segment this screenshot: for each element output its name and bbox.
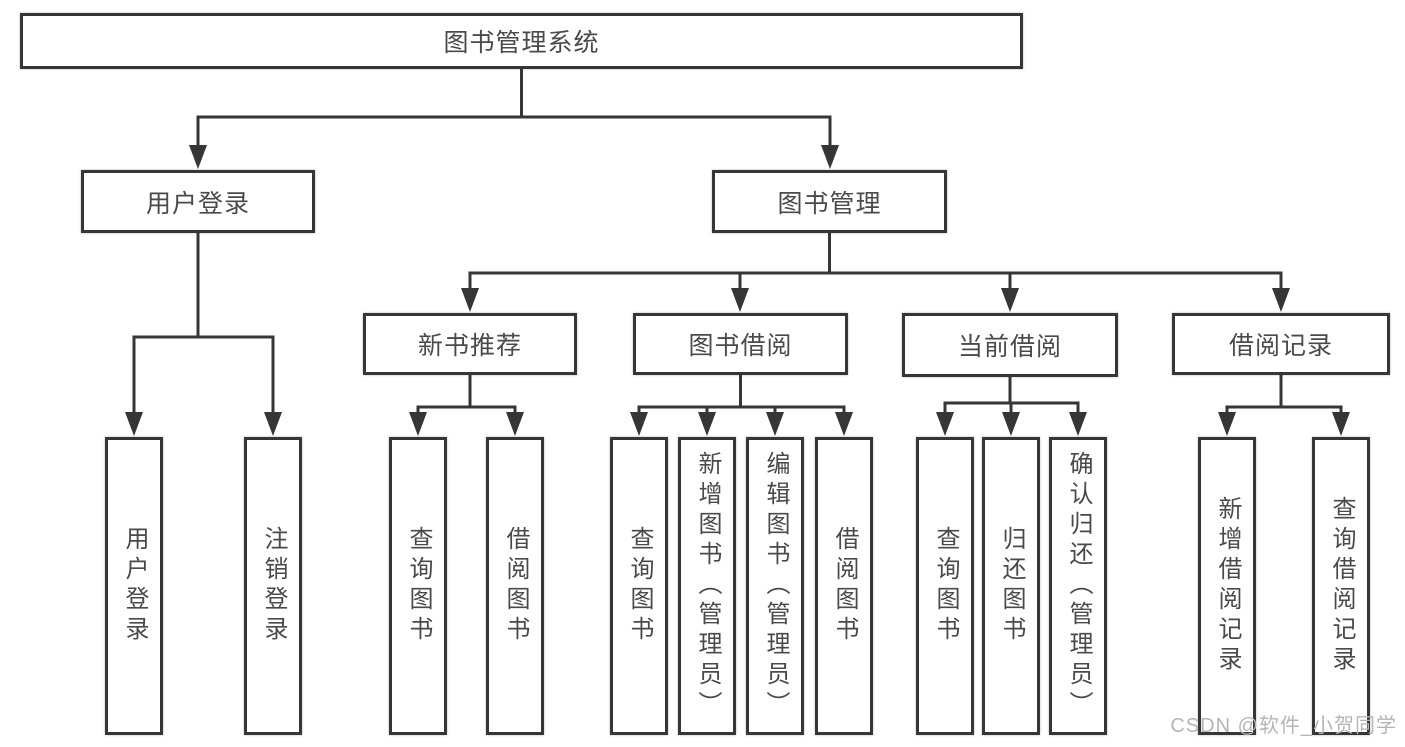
node-current-borrow: 当前借阅 [902,313,1118,377]
leaf-edit-books-admin: 编辑图书（管理员） [746,437,804,735]
leaf-confirm-return-admin: 确认归还（管理员） [1049,437,1107,735]
leaf-query-borrow-record: 查询借阅记录 [1312,437,1370,735]
node-user-login-label: 用户登录 [145,189,250,218]
node-book-borrow-label: 图书借阅 [688,332,793,360]
leaf-query-borrow-record-label: 查询借阅记录 [1328,496,1355,676]
node-new-book-recommend: 新书推荐 [363,313,577,375]
node-current-borrow-label: 当前借阅 [957,333,1062,361]
node-book-borrow: 图书借阅 [633,313,848,375]
node-user-login: 用户登录 [81,170,315,233]
leaf-add-borrow-record: 新增借阅记录 [1198,437,1256,735]
leaf-return-books: 归还图书 [982,437,1040,735]
leaf-user-login: 用户登录 [105,437,163,735]
node-borrow-records: 借阅记录 [1172,313,1390,375]
leaf-current-query-books: 查询图书 [916,437,974,735]
leaf-recommend-query-books: 查询图书 [389,437,447,735]
leaf-add-borrow-record-label: 新增借阅记录 [1214,496,1241,676]
leaf-borrow-books: 借阅图书 [815,437,873,735]
node-root-label: 图书管理系统 [443,29,600,57]
leaf-borrow-query-books-label: 查询图书 [626,526,653,646]
leaf-recommend-query-books-label: 查询图书 [405,526,432,646]
watermark-text: CSDN @软件_小贺同学 [1170,715,1397,737]
node-root: 图书管理系统 [20,13,1023,69]
leaf-logout-label: 注销登录 [260,526,287,646]
leaf-current-query-books-label: 查询图书 [932,526,959,646]
leaf-borrow-books-label: 借阅图书 [831,526,858,646]
leaf-user-login-label: 用户登录 [121,526,148,646]
leaf-logout: 注销登录 [244,437,302,735]
leaf-add-books-admin-label: 新增图书（管理员） [694,451,721,721]
leaf-confirm-return-admin-label: 确认归还（管理员） [1065,451,1092,721]
node-new-book-recommend-label: 新书推荐 [417,332,522,360]
leaf-add-books-admin: 新增图书（管理员） [678,437,736,735]
node-borrow-records-label: 借阅记录 [1228,332,1333,360]
leaf-return-books-label: 归还图书 [998,526,1025,646]
arrowheads [125,145,1350,436]
leaf-edit-books-admin-label: 编辑图书（管理员） [762,451,789,721]
node-book-management-label: 图书管理 [777,189,882,218]
leaf-recommend-borrow-books: 借阅图书 [486,437,544,735]
node-book-management: 图书管理 [712,170,947,233]
leaf-recommend-borrow-books-label: 借阅图书 [502,526,529,646]
leaf-borrow-query-books: 查询图书 [610,437,668,735]
connector-path [132,69,1343,415]
